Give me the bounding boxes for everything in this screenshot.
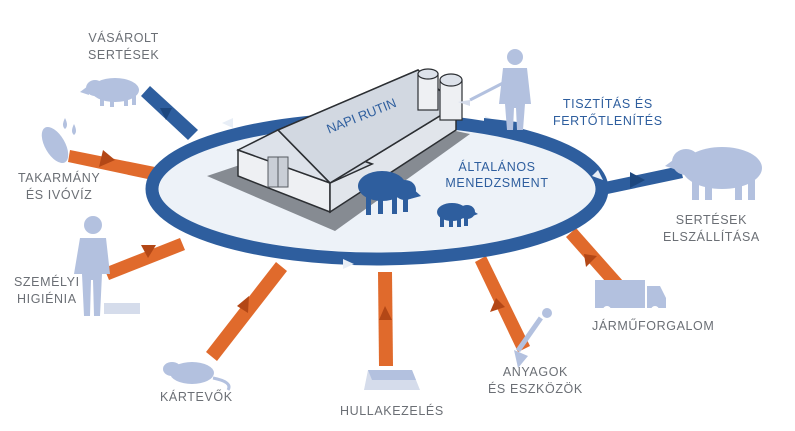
pig-icon [358, 171, 421, 215]
arrow-materials-tools [475, 256, 530, 352]
label-waste: HULLAKEZELÉS [340, 404, 444, 418]
rat-icon [163, 362, 231, 391]
label-vehicle-traffic: JÁRMŰFORGALOM [592, 319, 715, 333]
arrow-feed-water [68, 150, 160, 181]
arrow-vehicle-traffic [566, 228, 623, 290]
grain-water-icon [41, 118, 76, 164]
label-pig-delivery: SERTÉSEK ELSZÁLLÍTÁSA [663, 213, 760, 244]
management-label-2: MENEDZSMENT [445, 176, 548, 190]
risk-arrows [68, 150, 623, 366]
arrow-pig-delivery [595, 166, 683, 196]
purchased-pigs-icon [80, 78, 139, 107]
delivery-pig-icon [665, 147, 762, 200]
piglet-icon [437, 203, 478, 227]
personal-hygiene-icon [74, 216, 140, 316]
management-label-1: ÁLTALÁNOS [458, 159, 535, 174]
arrow-purchased-pigs [141, 86, 198, 140]
label-purchased-pigs: VÁSÁROLT SERTÉSEK [88, 31, 160, 62]
shovel-icon [514, 308, 552, 368]
container-icon [364, 370, 420, 390]
sprayer-person-icon [458, 49, 531, 130]
label-pests: KÁRTEVŐK [160, 390, 233, 404]
arrow-waste [378, 272, 393, 366]
label-personal-hygiene: SZEMÉLYI HIGIÉNIA [14, 275, 80, 306]
label-materials-tools: ANYAGOK ÉS ESZKÖZÖK [488, 365, 583, 396]
silo-icon [417, 68, 463, 121]
truck-icon [595, 280, 666, 314]
label-cleaning-disinfection: TISZTÍTÁS ÉS FERTŐTLENÍTÉS [553, 97, 663, 128]
arrow-pests [206, 262, 287, 361]
label-feed-water: TAKARMÁNY ÉS IVÓVÍZ [18, 171, 101, 202]
arrow-personal-hygiene [104, 238, 185, 280]
